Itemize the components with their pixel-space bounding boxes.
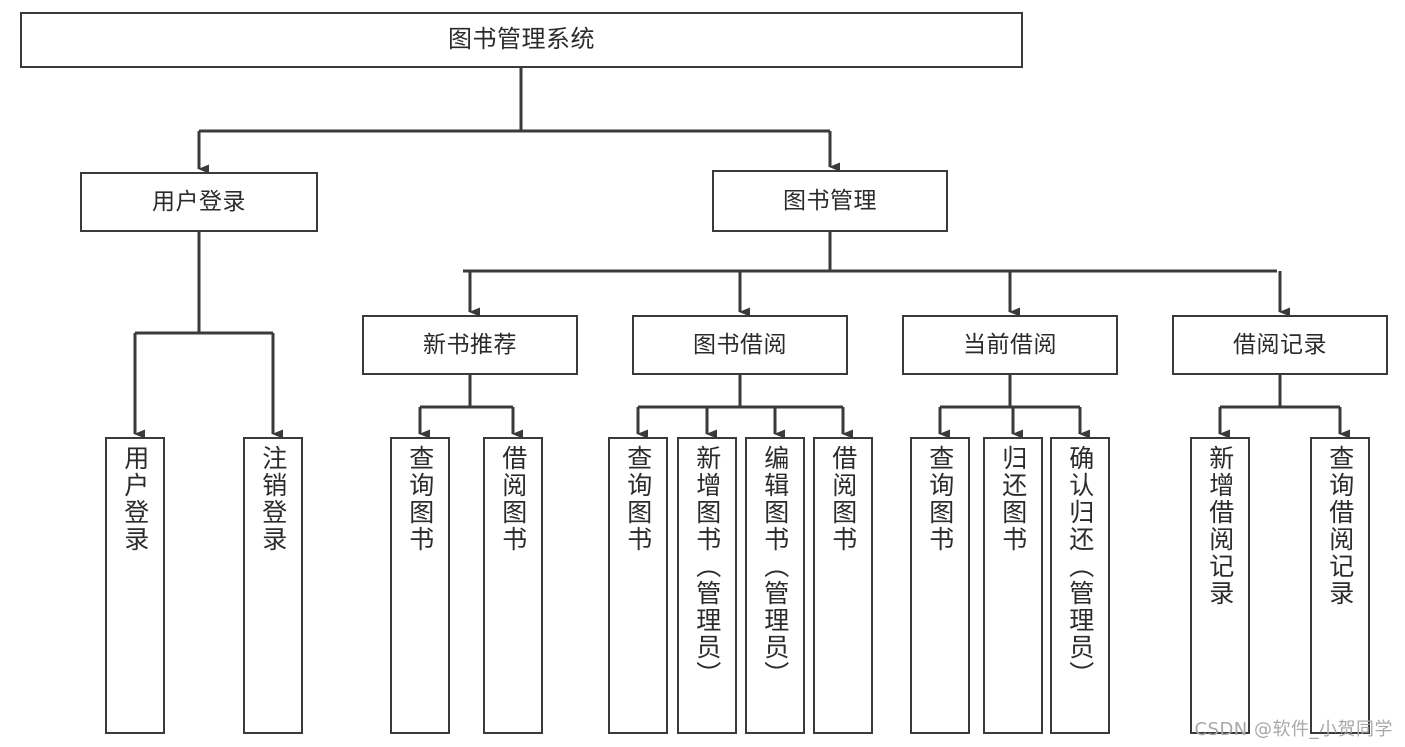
node-label: 借阅图书 (498, 445, 528, 553)
node-label: 确认归还（管理员） (1065, 445, 1095, 688)
level2-node-图书管理-1[interactable]: 图书管理 (712, 170, 948, 232)
leaf-node-借阅图书-7[interactable]: 借阅图书 (813, 437, 873, 734)
node-label: 新增图书（管理员） (692, 445, 722, 688)
node-label: 编辑图书（管理员） (760, 445, 790, 688)
leaf-node-注销登录-1[interactable]: 注销登录 (243, 437, 303, 734)
node-label: 查询图书 (405, 445, 435, 553)
level3-node-新书推荐-0[interactable]: 新书推荐 (362, 315, 578, 375)
node-label: 查询图书 (623, 445, 653, 553)
leaf-node-归还图书-9[interactable]: 归还图书 (983, 437, 1043, 734)
node-label: 归还图书 (998, 445, 1028, 553)
watermark-label: CSDN @软件_小贺同学 (1194, 719, 1393, 740)
leaf-node-编辑图书管理员-6[interactable]: 编辑图书（管理员） (745, 437, 805, 734)
node-label: 图书管理 (783, 187, 877, 214)
level2-node-用户登录-0[interactable]: 用户登录 (80, 172, 318, 232)
leaf-node-查询图书-4[interactable]: 查询图书 (608, 437, 668, 734)
node-label: 当前借阅 (963, 331, 1057, 358)
leaf-node-新增借阅记录-11[interactable]: 新增借阅记录 (1190, 437, 1250, 734)
root-node-图书管理系统[interactable]: 图书管理系统 (20, 12, 1023, 68)
node-label: 用户登录 (152, 188, 246, 215)
level3-node-图书借阅-1[interactable]: 图书借阅 (632, 315, 848, 375)
node-label: 注销登录 (258, 445, 288, 553)
leaf-node-借阅图书-3[interactable]: 借阅图书 (483, 437, 543, 734)
leaf-node-用户登录-0[interactable]: 用户登录 (105, 437, 165, 734)
level3-node-当前借阅-2[interactable]: 当前借阅 (902, 315, 1118, 375)
leaf-node-查询图书-2[interactable]: 查询图书 (390, 437, 450, 734)
node-label: 用户登录 (120, 445, 150, 553)
node-label: 新书推荐 (423, 331, 517, 358)
level3-node-借阅记录-3[interactable]: 借阅记录 (1172, 315, 1388, 375)
node-label: 查询借阅记录 (1325, 445, 1355, 607)
leaf-node-确认归还管理员-10[interactable]: 确认归还（管理员） (1050, 437, 1110, 734)
node-label: 图书管理系统 (448, 25, 595, 54)
node-label: 借阅记录 (1233, 331, 1327, 358)
node-label: 新增借阅记录 (1205, 445, 1235, 607)
leaf-node-查询图书-8[interactable]: 查询图书 (910, 437, 970, 734)
leaf-node-新增图书管理员-5[interactable]: 新增图书（管理员） (677, 437, 737, 734)
node-label: 图书借阅 (693, 331, 787, 358)
node-label: 查询图书 (925, 445, 955, 553)
node-label: 借阅图书 (828, 445, 858, 553)
leaf-node-查询借阅记录-12[interactable]: 查询借阅记录 (1310, 437, 1370, 734)
